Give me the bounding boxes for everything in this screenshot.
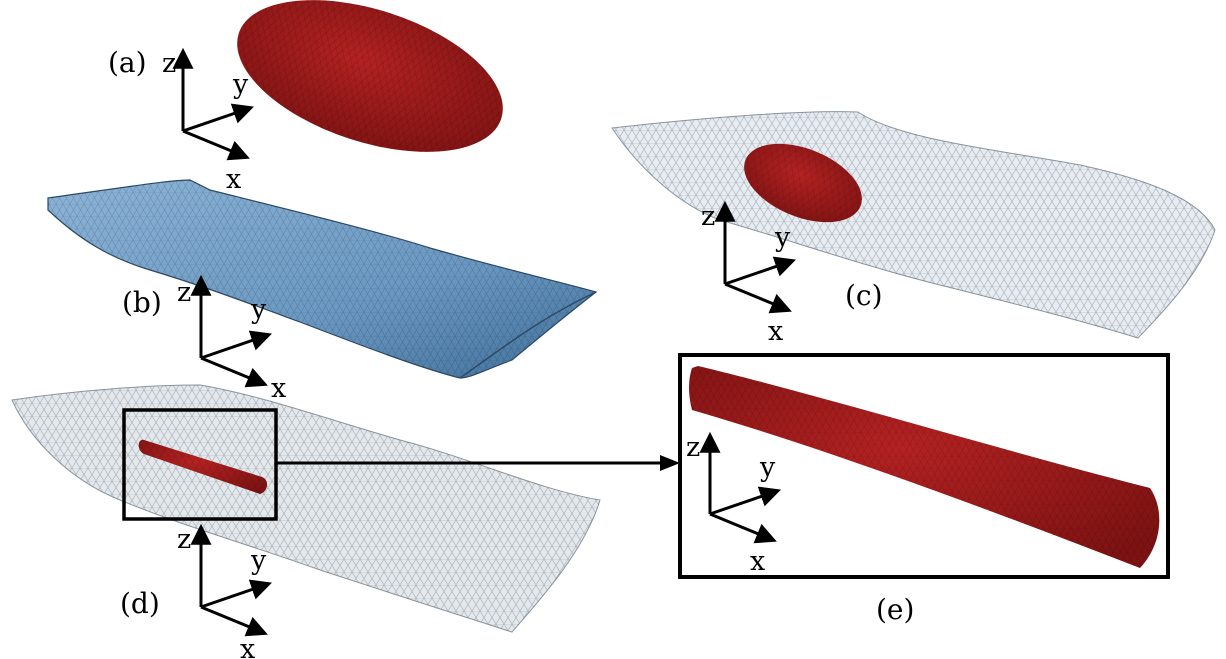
panel-c-slab xyxy=(611,111,1216,339)
panel-label-e: (e) xyxy=(876,593,914,626)
axis-y-label: y xyxy=(250,294,267,325)
panel-d-slab xyxy=(11,384,601,633)
axis-z-label: z xyxy=(177,524,191,555)
axes-triad-e: z y x xyxy=(686,431,781,577)
zoom-box-d xyxy=(122,408,278,521)
axis-x-label: x xyxy=(271,373,286,404)
axes-triad-b: z y x xyxy=(177,274,286,404)
panel-a-ellipsoid xyxy=(237,0,503,152)
panel-label-d: (d) xyxy=(120,587,160,620)
axis-y-label: y xyxy=(774,222,791,253)
panel-e-fiber xyxy=(689,366,1160,568)
axis-z-label: z xyxy=(701,201,715,232)
axis-x-label: x xyxy=(240,634,255,659)
axis-y-label: y xyxy=(232,69,249,100)
panel-label-c: (c) xyxy=(845,279,883,312)
axis-z-label: z xyxy=(686,432,700,463)
axes-triad-a: z y x xyxy=(162,47,254,195)
panel-label-b: (b) xyxy=(122,286,162,319)
axis-x-label: x xyxy=(226,164,241,195)
axis-y-label: y xyxy=(250,545,267,576)
axes-triad-c: z y x xyxy=(701,200,796,347)
axis-z-label: z xyxy=(177,277,191,308)
axis-z-label: z xyxy=(162,48,176,79)
axis-x-label: x xyxy=(768,316,783,347)
panel-b-slab xyxy=(47,179,598,379)
zoom-arrow xyxy=(277,455,680,471)
axis-x-label: x xyxy=(750,546,765,577)
panel-label-a: (a) xyxy=(108,46,147,79)
axes-triad-d: z y x xyxy=(177,523,272,659)
axis-y-label: y xyxy=(759,452,776,483)
